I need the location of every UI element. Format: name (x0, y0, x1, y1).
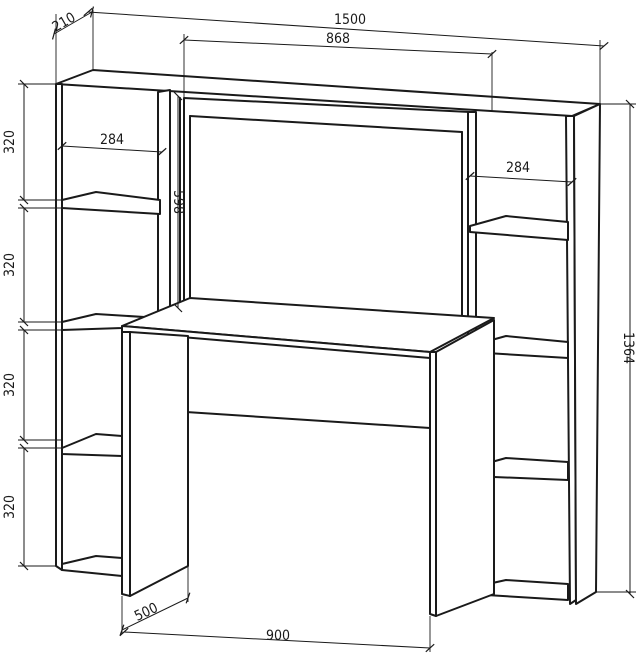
hutch-back-inner-edge (189, 115, 463, 133)
label-hutch-width: 868 (326, 31, 350, 47)
label-overall-width: 1500 (334, 12, 366, 28)
label-section-2: 320 (2, 253, 18, 277)
left-shelf-1 (61, 191, 161, 215)
left-shelf-bottom (61, 555, 123, 577)
label-section-3: 320 (2, 373, 18, 397)
dim-line-right-shelf-width (465, 171, 577, 187)
label-depth-top: 210 (50, 10, 79, 36)
label-hutch-height: 598 (170, 190, 186, 214)
left-shelf-3 (61, 433, 123, 457)
label-overall-height: 1364 (620, 332, 636, 364)
dim-line-left-shelf-width (57, 141, 167, 157)
dim-line-depth-top (51, 6, 95, 40)
label-shelf-width-right: 284 (506, 160, 530, 176)
label-shelf-width-left: 284 (100, 132, 124, 148)
dim-line-desk-depth (119, 592, 191, 636)
hutch-back-panel (183, 97, 471, 327)
right-outer-side-face (573, 103, 601, 605)
label-desk-width: 900 (266, 628, 290, 644)
label-section-4: 320 (2, 495, 18, 519)
dim-line-hutch-width (179, 35, 497, 59)
dimension-lines (18, 6, 636, 653)
dim-line-overall-width (83, 7, 609, 51)
right-shelf-1 (469, 215, 569, 241)
label-desk-depth: 500 (132, 600, 161, 625)
label-section-1: 320 (2, 130, 18, 154)
desk-left-leg (121, 331, 131, 597)
desk-right-leg-side (435, 319, 495, 617)
desk-left-leg-side (129, 331, 189, 597)
furniture-outline (55, 69, 601, 617)
dim-line-desk-width (119, 627, 435, 653)
